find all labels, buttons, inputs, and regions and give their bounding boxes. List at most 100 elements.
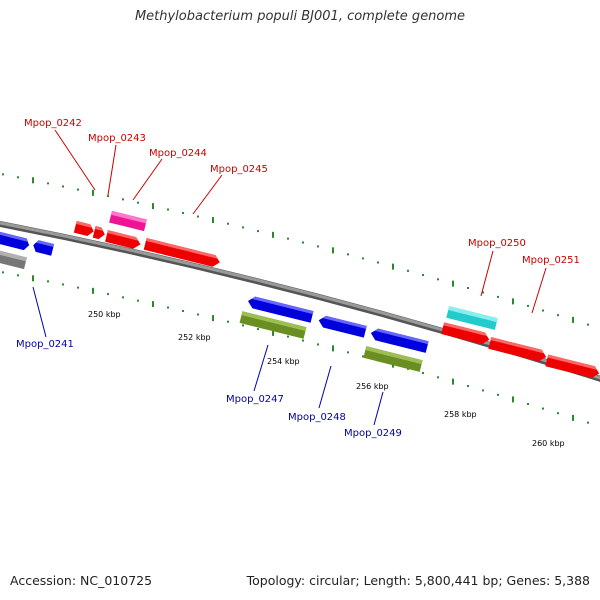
inner-tick (332, 345, 334, 352)
outer-tick (302, 241, 304, 244)
inner-tick (62, 283, 64, 286)
gene-arrow-mpop-0244[interactable] (109, 210, 147, 232)
scale-label-254: 254 kbp (267, 357, 300, 366)
inner-tick (557, 412, 559, 415)
gene-arrow-mpop-0251[interactable] (488, 337, 547, 363)
gene-arrow-unlabeled-blue-2[interactable] (247, 295, 314, 323)
inner-tick (362, 355, 364, 358)
inner-tick (167, 306, 169, 309)
outer-tick (272, 231, 274, 238)
outer-tick (47, 182, 49, 185)
outer-tick (317, 245, 319, 248)
inner-tick (92, 287, 94, 294)
outer-tick (227, 222, 229, 225)
outer-tick (467, 286, 469, 289)
outer-tick (17, 176, 19, 179)
outer-tick (437, 278, 439, 281)
gene-arrow-unlabeled-red-3[interactable] (545, 354, 600, 380)
inner-tick (317, 343, 319, 346)
label-mpop-0247: Mpop_0247 (226, 394, 284, 405)
feature-track (0, 210, 600, 380)
outer-tick (377, 261, 379, 264)
outer-tick (512, 298, 514, 305)
outer-tick (122, 198, 124, 201)
gene-arrow-mpop-0241[interactable] (32, 239, 55, 256)
gene-arrow-mpop-0249[interactable] (363, 346, 423, 372)
inner-tick (227, 320, 229, 323)
gene-arrow-unlabeled-red[interactable] (105, 230, 142, 250)
inner-tick (272, 329, 274, 336)
outer-tick (287, 237, 289, 240)
gene-arrow-unlabeled-grey[interactable] (0, 246, 27, 270)
genome-summary-text: Topology: circular; Length: 5,800,441 bp… (246, 573, 590, 588)
label-mpop-0249: Mpop_0249 (344, 428, 402, 439)
inner-tick (32, 275, 34, 282)
label-mpop-0241: Mpop_0241 (16, 339, 74, 350)
outer-tick (587, 323, 589, 326)
gene-labels: Mpop_0242 Mpop_0243 Mpop_0244 Mpop_0245 … (16, 118, 580, 439)
gene-arrow-mpop-0245[interactable] (143, 237, 222, 268)
inner-tick (152, 301, 154, 308)
label-mpop-0244: Mpop_0244 (149, 148, 207, 159)
outer-tick (137, 201, 139, 204)
label-mpop-0251: Mpop_0251 (522, 255, 580, 266)
scale-labels: 250 kbp 252 kbp 254 kbp 256 kbp 258 kbp … (88, 310, 565, 448)
inner-tick (422, 372, 424, 375)
gene-arrow-unlabeled-blue-3[interactable] (369, 327, 429, 353)
accession-text: Accession: NC_010725 (10, 573, 153, 588)
outer-tick (572, 316, 574, 323)
inner-tick (47, 280, 49, 283)
gene-arrow-unlabeled-blue-1[interactable] (0, 227, 31, 251)
outer-tick (242, 226, 244, 229)
gene-arrow-mpop-0247[interactable] (239, 311, 307, 339)
outer-tick (197, 215, 199, 218)
outer-tick (332, 247, 334, 254)
label-mpop-0243: Mpop_0243 (88, 133, 146, 144)
label-mpop-0245: Mpop_0245 (210, 164, 268, 175)
outer-tick (407, 269, 409, 272)
outer-tick (542, 309, 544, 312)
outer-tick (452, 280, 454, 287)
inner-tick (542, 407, 544, 410)
outer-tick-track (2, 173, 589, 326)
inner-tick (302, 339, 304, 342)
outer-tick (182, 211, 184, 214)
inner-tick (287, 335, 289, 338)
inner-tick (257, 328, 259, 331)
inner-tick (572, 414, 574, 421)
outer-tick (422, 274, 424, 277)
inner-tick (107, 293, 109, 296)
gene-arrow-mpop-0243[interactable] (92, 225, 107, 240)
outer-tick (2, 173, 4, 176)
gene-arrow-mpop-0242[interactable] (73, 221, 95, 237)
inner-tick (77, 286, 79, 289)
inner-tick (347, 351, 349, 354)
outer-tick (212, 217, 214, 224)
map-title: Methylobacterium populi BJ001, complete … (134, 9, 466, 24)
scale-label-250: 250 kbp (88, 310, 121, 319)
scale-label-256: 256 kbp (356, 382, 389, 391)
outer-tick (92, 189, 94, 196)
inner-tick (497, 393, 499, 396)
outer-tick (527, 304, 529, 307)
outer-tick (152, 203, 154, 210)
inner-tick (452, 378, 454, 385)
label-mpop-0248: Mpop_0248 (288, 412, 346, 423)
inner-tick (212, 315, 214, 322)
outer-tick (32, 177, 34, 184)
label-mpop-0250: Mpop_0250 (468, 238, 526, 249)
inner-tick (197, 313, 199, 316)
gene-arrow-mpop-0248[interactable] (317, 314, 367, 338)
scale-label-258: 258 kbp (444, 410, 477, 419)
scale-label-252: 252 kbp (178, 333, 211, 342)
gene-arrow-unlabeled-red-2[interactable] (441, 322, 490, 345)
outer-tick (557, 314, 559, 317)
outer-tick (167, 208, 169, 211)
gene-arrow-mpop-0250[interactable] (446, 306, 498, 330)
label-leaders (32, 129, 547, 426)
outer-tick (362, 257, 364, 260)
inner-tick (437, 376, 439, 379)
inner-tick (587, 421, 589, 424)
